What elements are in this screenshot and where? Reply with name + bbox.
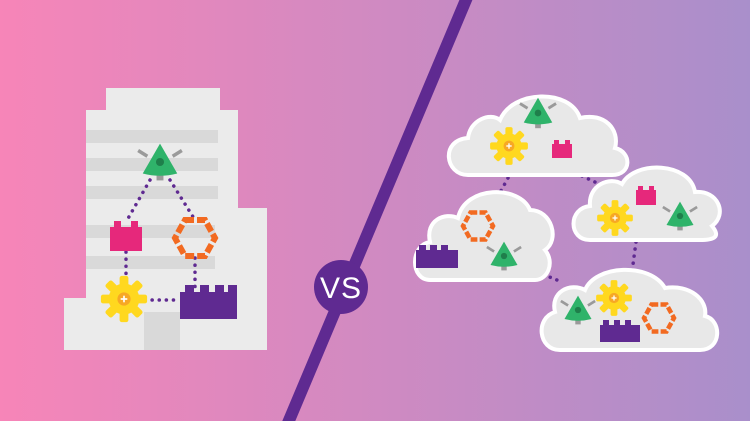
gear-icon [595,279,633,317]
gear-icon [489,126,529,166]
divider-line [282,0,473,421]
gear-icon [100,275,148,323]
monolith-links [124,178,197,302]
vs-label: VS [320,272,362,305]
purple-block-icon [416,245,458,268]
pink-block-icon [552,140,572,158]
gear-icon [596,199,634,237]
pink-block-icon [636,186,656,205]
pink-block-icon [110,221,142,251]
cloud-service-top [446,94,630,177]
cloud-service-bottom [539,267,720,352]
purple-block-icon [600,320,640,342]
purple-block-icon [180,285,237,319]
vs-badge [314,260,368,314]
